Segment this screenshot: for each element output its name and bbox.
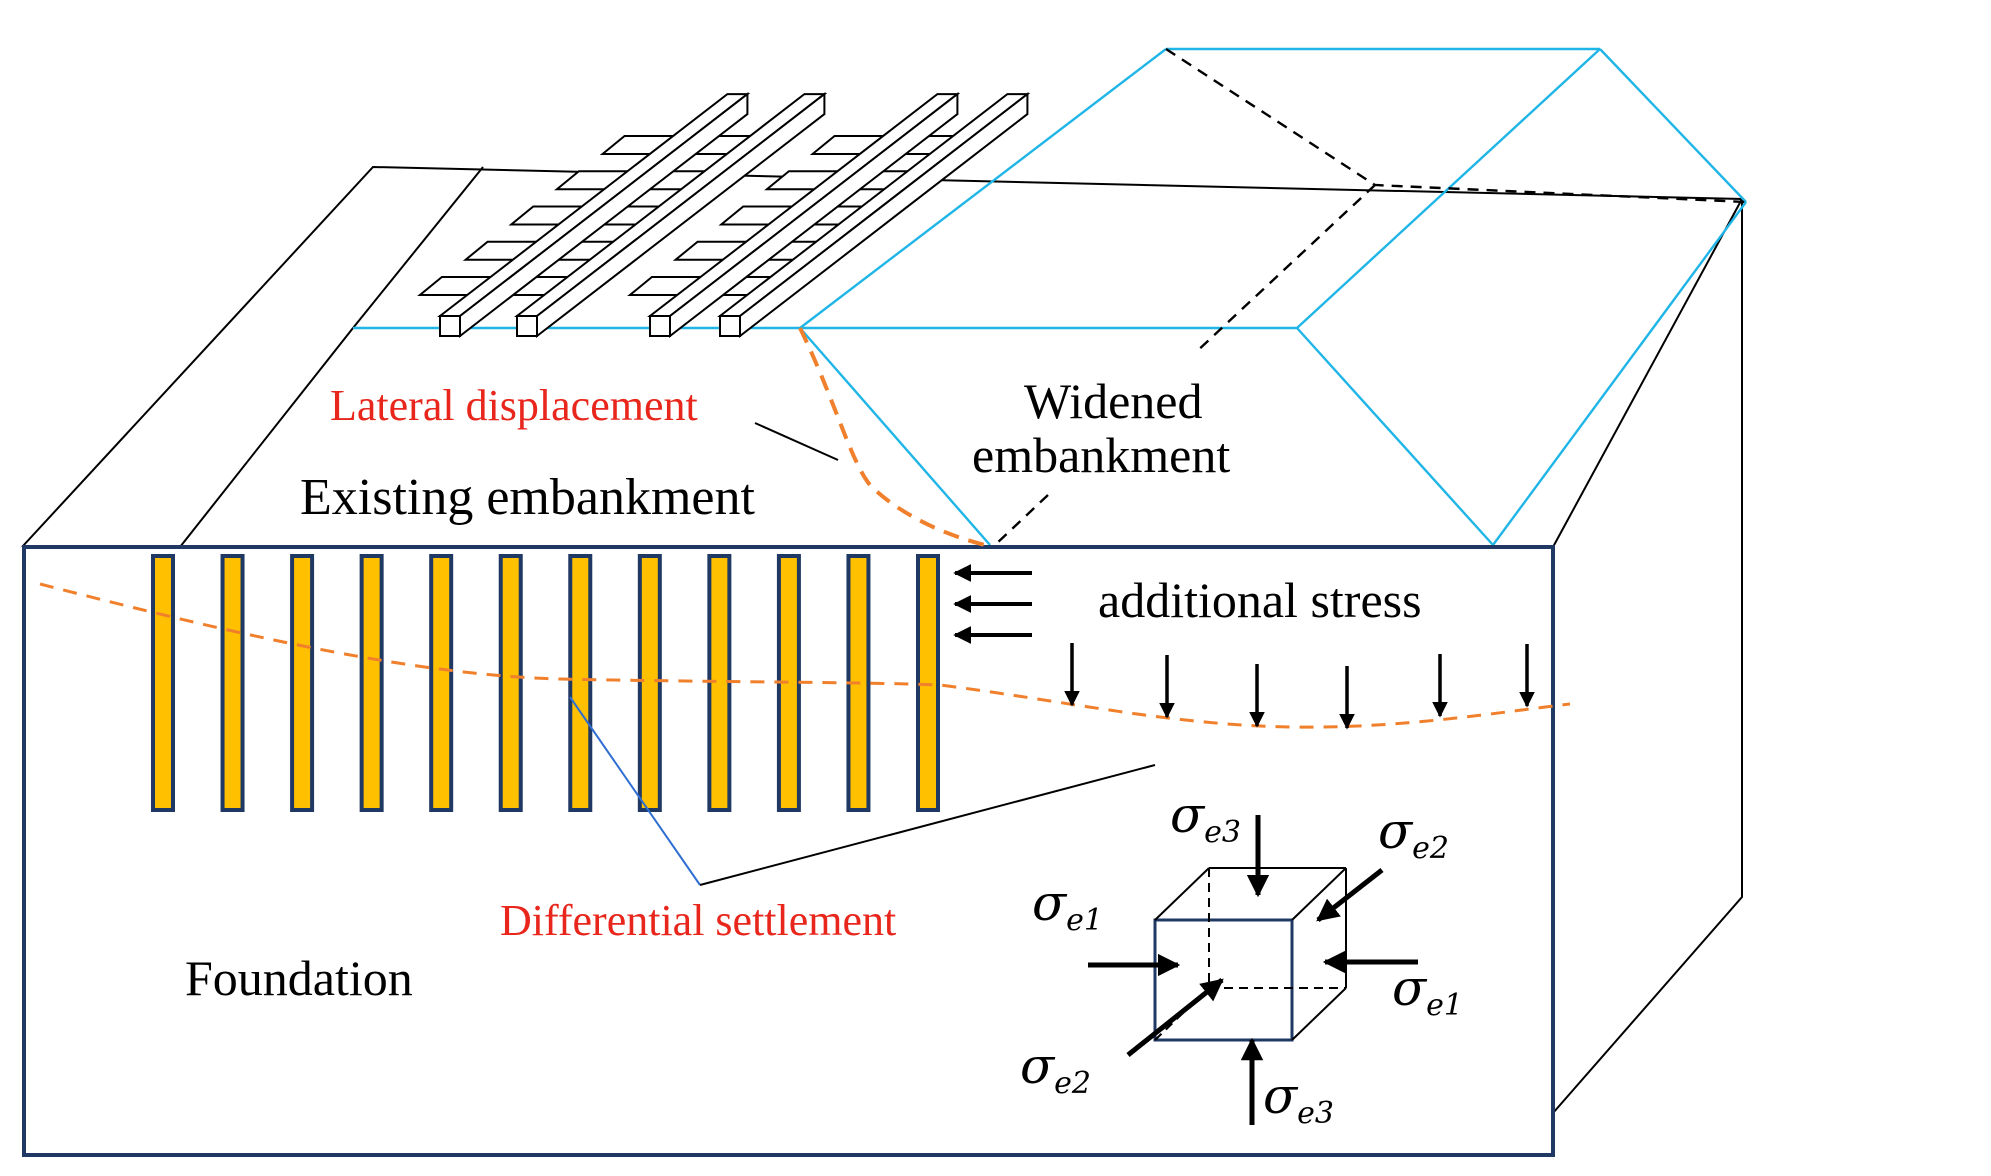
rail-end	[649, 315, 671, 337]
pile	[429, 554, 454, 812]
sigma-e3-top-label: σe3	[1170, 786, 1241, 850]
label-widened-line-2: embankment	[972, 427, 1230, 483]
label-existing-embankment: Existing embankment	[300, 469, 755, 526]
label-widened-line-1: Widened	[1024, 373, 1202, 429]
label-additional-stress: additional stress	[1098, 572, 1422, 628]
stress-element-cube	[1153, 867, 1347, 1042]
embankment-centerline	[994, 47, 1747, 546]
pile	[498, 554, 523, 812]
pile	[151, 554, 175, 812]
settlement-leader-black	[699, 764, 1156, 886]
sigma-e2-top-label: σe2	[1378, 802, 1449, 866]
sigma-e3-bottom-label: σe3	[1263, 1067, 1334, 1131]
foundation-front-face	[22, 545, 1555, 1157]
rail-end	[516, 315, 538, 337]
pile	[359, 554, 384, 812]
rail-end	[719, 315, 741, 337]
pile	[637, 554, 662, 812]
sigma-e1-left-label: σe1	[1032, 874, 1103, 938]
label-differential-settlement: Differential settlement	[500, 896, 896, 945]
sigma-e2-bottom-label: σe2	[1020, 1037, 1091, 1101]
pile	[916, 554, 940, 812]
cube-stress-arrows	[1088, 815, 1418, 1125]
arrow-sigma-e2-bottom	[1126, 978, 1224, 1057]
pile	[568, 554, 593, 812]
settlement-leader-blue	[569, 696, 701, 886]
arrow-sigma-e2-top	[1316, 868, 1384, 922]
pile	[220, 554, 245, 812]
label-foundation: Foundation	[185, 950, 413, 1006]
pile	[707, 554, 732, 812]
pile	[290, 554, 315, 812]
additional-stress-arrows	[1064, 643, 1535, 730]
widened-embankment-outline	[353, 47, 1747, 546]
lateral-leader-line	[754, 422, 839, 461]
sigma-e1-right-label: σe1	[1392, 959, 1463, 1023]
pavement-grid	[417, 92, 1031, 339]
lateral-stress-arrows	[953, 564, 1032, 644]
rail-end	[439, 315, 461, 337]
lateral-displacement-curve	[798, 327, 986, 547]
existing-embankment-outline	[179, 166, 484, 548]
pile-group	[151, 554, 940, 812]
label-lateral-displacement: Lateral displacement	[330, 381, 698, 430]
